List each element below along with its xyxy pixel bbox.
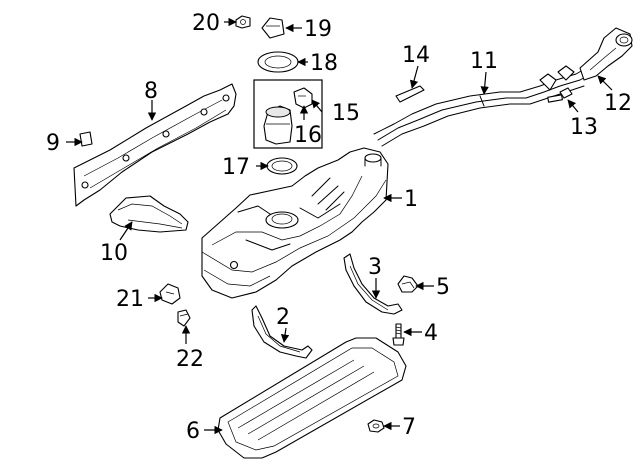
callout-21: 21 xyxy=(116,287,144,312)
callout-7: 7 xyxy=(402,415,416,440)
callout-13: 13 xyxy=(570,115,598,140)
tank-strap-rear xyxy=(343,253,403,315)
pump-retainer-16 xyxy=(293,87,313,109)
skid-plate xyxy=(217,337,407,459)
callout-20: 20 xyxy=(192,11,220,36)
callout-6: 6 xyxy=(186,419,200,444)
callout-22: 22 xyxy=(176,347,204,372)
callout-1: 1 xyxy=(404,187,418,212)
tank-strap-front xyxy=(251,305,313,359)
sensor-21 xyxy=(159,283,181,305)
callout-11: 11 xyxy=(470,49,498,74)
callout-10: 10 xyxy=(100,241,128,266)
leader-lines xyxy=(66,17,613,435)
nut-20 xyxy=(235,15,251,29)
fuel-pump-module xyxy=(263,105,293,145)
screw-13 xyxy=(547,87,573,103)
callout-19: 19 xyxy=(304,17,332,42)
callout-16: 16 xyxy=(294,123,322,148)
shield-bracket xyxy=(109,195,189,233)
callout-3: 3 xyxy=(368,255,382,280)
callout-15: 15 xyxy=(332,101,360,126)
callout-2: 2 xyxy=(276,305,290,330)
heat-shield xyxy=(73,83,237,207)
callout-14: 14 xyxy=(402,43,430,68)
filler-neck xyxy=(579,27,633,81)
nut-7 xyxy=(367,419,385,433)
gasket-seal xyxy=(266,157,298,175)
callout-12: 12 xyxy=(604,91,632,116)
clip-5 xyxy=(397,275,419,293)
fuel-pump-assembly-box xyxy=(253,79,323,149)
callout-17: 17 xyxy=(222,155,250,180)
callout-9: 9 xyxy=(46,131,60,156)
callout-4: 4 xyxy=(424,321,438,346)
grommet-19 xyxy=(261,17,285,39)
bolt-4 xyxy=(392,323,405,346)
callout-18: 18 xyxy=(310,51,338,76)
callout-8: 8 xyxy=(144,79,158,104)
clip-9 xyxy=(79,131,93,147)
fuel-tank xyxy=(201,147,389,299)
vent-hose xyxy=(395,85,425,103)
bolt-22 xyxy=(177,309,191,327)
lock-ring xyxy=(257,51,299,73)
callout-5: 5 xyxy=(436,275,450,300)
callout-labels: 1 2 3 4 5 6 7 8 9 10 11 12 13 14 15 16 1… xyxy=(46,11,632,444)
filler-pipe xyxy=(373,65,595,147)
